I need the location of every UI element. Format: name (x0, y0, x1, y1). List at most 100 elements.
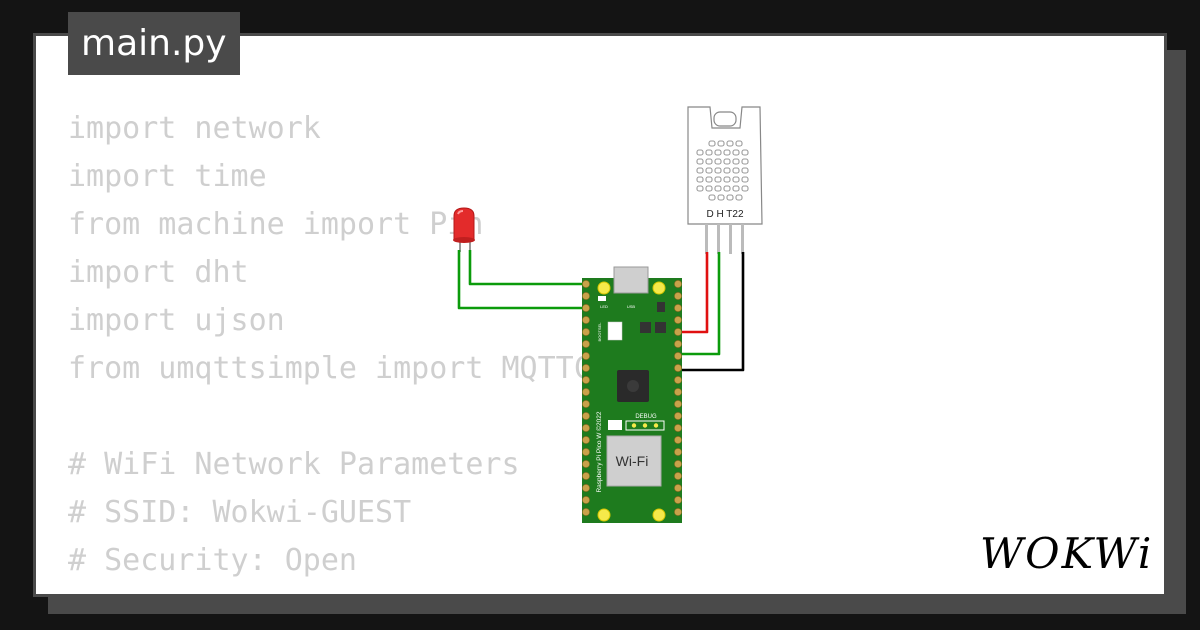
pico-pin (582, 496, 590, 504)
wire-black (676, 252, 745, 372)
dht-vent-slot (741, 149, 749, 156)
dht-vent-slot (741, 158, 749, 165)
dht-vent-slot (732, 185, 740, 192)
dht-vent-slot (696, 149, 704, 156)
sensor-wires[interactable] (676, 252, 745, 372)
board-led-label: LED (600, 304, 608, 309)
wokwi-logo: WOKWi (980, 529, 1150, 574)
dht-vent-slot (741, 176, 749, 183)
pico-pin (674, 292, 682, 300)
dht-vent-slot (732, 158, 740, 165)
dht-vent-slot (705, 167, 713, 174)
pico-pin (674, 376, 682, 384)
pico-pin (674, 364, 682, 372)
dht-vent-slot (696, 158, 704, 165)
pico-pin (674, 340, 682, 348)
code-line-5: import ujson (68, 303, 285, 338)
pico-pin (674, 316, 682, 324)
dht-vent-slot (708, 140, 716, 147)
pico-pin (674, 412, 682, 420)
dht-vent-slot (723, 149, 731, 156)
board-silk-text: Raspberry Pi Pico W ©2022 (595, 411, 603, 492)
pico-pin (674, 448, 682, 456)
code-line-8: # WiFi Network Parameters (68, 447, 520, 482)
dht-vent-slot (714, 185, 722, 192)
dht-vent-slot (723, 158, 731, 165)
bootsel-label: BOOTSEL (597, 322, 602, 342)
pico-pin (582, 376, 590, 384)
dht-vent-slot (726, 140, 734, 147)
pico-pin (582, 340, 590, 348)
pico-pin (674, 460, 682, 468)
code-line-9: # SSID: Wokwi-GUEST (68, 495, 412, 530)
pico-pin (582, 412, 590, 420)
code-line-2: import time (68, 159, 267, 194)
dht-vent-slot (705, 185, 713, 192)
dht-vent-slot (723, 185, 731, 192)
pico-pin (674, 472, 682, 480)
code-line-11: print("Connecting to WiFi", end="") (68, 585, 700, 594)
dht-vent-slot (717, 140, 725, 147)
file-tab[interactable]: main.py (68, 12, 240, 75)
code-line-1: import network (68, 111, 321, 146)
dht-vent-slot (735, 140, 743, 147)
pico-pin (582, 424, 590, 432)
dht22-label: D H T22 (706, 209, 743, 220)
wokwi-logo-text: WOKWi (980, 529, 1150, 574)
pico-pin (674, 400, 682, 408)
dht22-sensor[interactable]: D H T22 (687, 106, 763, 254)
pico-pin (674, 424, 682, 432)
dht-vent-slot (714, 167, 722, 174)
pico-pin (582, 292, 590, 300)
wifi-module (606, 435, 662, 487)
wifi-label: Wi-Fi (616, 453, 649, 469)
pico-pin (582, 484, 590, 492)
pico-pin (674, 280, 682, 288)
pico-pin (674, 304, 682, 312)
dht-vent-slot (735, 194, 743, 201)
pico-pin (582, 508, 590, 516)
pico-pin (582, 316, 590, 324)
pico-pin (582, 472, 590, 480)
pico-pin (582, 400, 590, 408)
pico-pin (674, 484, 682, 492)
dht-vent-slot (732, 149, 740, 156)
pico-pin (674, 328, 682, 336)
pico-pin (582, 280, 590, 288)
red-led[interactable] (453, 207, 475, 252)
pico-pin (582, 448, 590, 456)
pico-pin (582, 304, 590, 312)
pico-pin (582, 436, 590, 444)
led-wires[interactable] (457, 250, 592, 310)
dht-vent-slot (723, 167, 731, 174)
dht-vent-slot (726, 194, 734, 201)
dht-vent-slot (708, 194, 716, 201)
wire-red (676, 252, 709, 334)
dht-vent-slot (723, 176, 731, 183)
pico-pin (674, 388, 682, 396)
debug-label: DEBUG (635, 414, 657, 420)
dht-vent-slot (705, 149, 713, 156)
pico-pin (582, 352, 590, 360)
pico-pin (582, 328, 590, 336)
dht-vent-slot (741, 185, 749, 192)
pico-w-board[interactable]: LED USB BOOTSEL DEBUG Wi-Fi Raspberry Pi… (582, 266, 682, 523)
dht-vent-slot (717, 194, 725, 201)
pico-pin (674, 508, 682, 516)
pico-pin (582, 388, 590, 396)
pico-pin (582, 460, 590, 468)
code-line-4: import dht (68, 255, 249, 290)
pico-pin (674, 496, 682, 504)
dht-vent-slot (705, 176, 713, 183)
dht-vent-slot (714, 149, 722, 156)
board-usb-label: USB (627, 304, 636, 309)
code-line-10: # Security: Open (68, 543, 357, 578)
dht-vent-slot (705, 158, 713, 165)
dht-vent-slot (696, 176, 704, 183)
wire-green-sensor (676, 252, 721, 356)
dht-vent-slot (714, 158, 722, 165)
dht-vent-slot (696, 185, 704, 192)
pico-pin (582, 364, 590, 372)
